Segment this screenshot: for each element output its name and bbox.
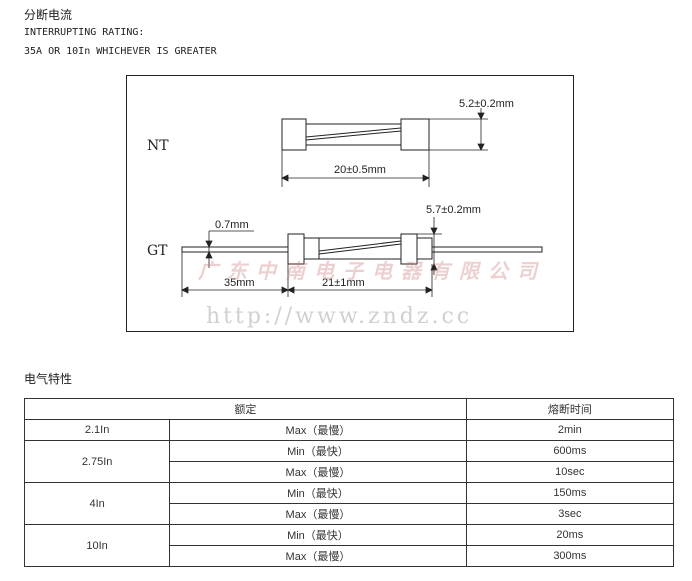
rating-cell: 2.1In [23,419,171,441]
condition-cell: Max（最慢） [169,545,467,567]
table-header-row: 额定 熔断时间 [24,398,675,420]
condition-cell: Max（最慢） [169,503,467,525]
electrical-characteristics-title: 电气特性 [24,372,73,386]
condition-cell: Max（最慢） [169,419,467,441]
header-title: 分断电流 [24,8,73,22]
gt-lead-diameter-dimension [205,230,254,268]
interrupting-rating-value: 35A OR 10In WHICHEVER IS GREATER [24,46,217,57]
gt-lead-diameter-label: 0.7mm [215,219,249,231]
rating-cell: 10In [23,524,171,567]
nt-length-dimension [281,150,430,187]
gt-length-dimensions [181,252,433,297]
watermark-company: 广东中南电子电器有限公司 [198,259,546,283]
time-cell: 300ms [465,545,675,567]
diagram-frame [126,75,574,332]
condition-cell: Max（最慢） [169,461,467,483]
gt-diameter-label: 5.7±0.2mm [426,204,481,216]
condition-cell: Min（最快） [169,440,467,462]
header-rating: 额定 [24,398,467,420]
nt-length-label: 20±0.5mm [334,164,386,176]
gt-diameter-dimension [417,217,442,275]
watermark-url: http://www.zndz.cc [206,304,473,329]
table-row: Max（最慢） 10sec [25,461,675,483]
table-row: 10In Min（最快） 20ms [23,524,675,567]
table-row: Max（最慢） 3sec [25,503,675,525]
gt-lead-length-label: 35mm [224,277,255,289]
gt-fuse-drawing [181,233,543,265]
nt-fuse-drawing [281,118,430,151]
fuse-time-table: 额定 熔断时间 2.1In Max（最慢） 2min 2.75In Min（最快… [23,398,675,567]
header-fuse-time: 熔断时间 [465,398,675,420]
condition-cell: Min（最快） [169,524,467,546]
interrupting-rating-heading: INTERRUPTING RATING: [24,27,145,38]
time-cell: 600ms [465,440,675,462]
time-cell: 3sec [465,503,675,525]
rating-cell: 2.75In [23,440,171,483]
table-row: 4In Min（最快） 150ms [23,482,675,525]
diagram-drawing [126,75,574,332]
nt-diameter-dimension [429,108,488,151]
table-row: 2.1In Max（最慢） 2min [23,419,675,441]
time-cell: 150ms [465,482,675,504]
rating-cell: 4In [23,482,171,525]
nt-label: NT [147,138,169,154]
time-cell: 10sec [465,461,675,483]
condition-cell: Min（最快） [169,482,467,504]
gt-label: GT [147,243,168,259]
fuse-dimension-diagram: NT GT 5.2±0.2mm 20±0.5mm 5.7±0.2mm 0.7mm… [126,75,574,332]
table-row: 2.75In Min（最快） 600ms [23,440,675,483]
time-cell: 20ms [465,524,675,546]
table-row: Max（最慢） 300ms [25,545,675,567]
gt-body-length-label: 21±1mm [322,277,365,289]
time-cell: 2min [465,419,675,441]
nt-diameter-label: 5.2±0.2mm [459,98,514,110]
